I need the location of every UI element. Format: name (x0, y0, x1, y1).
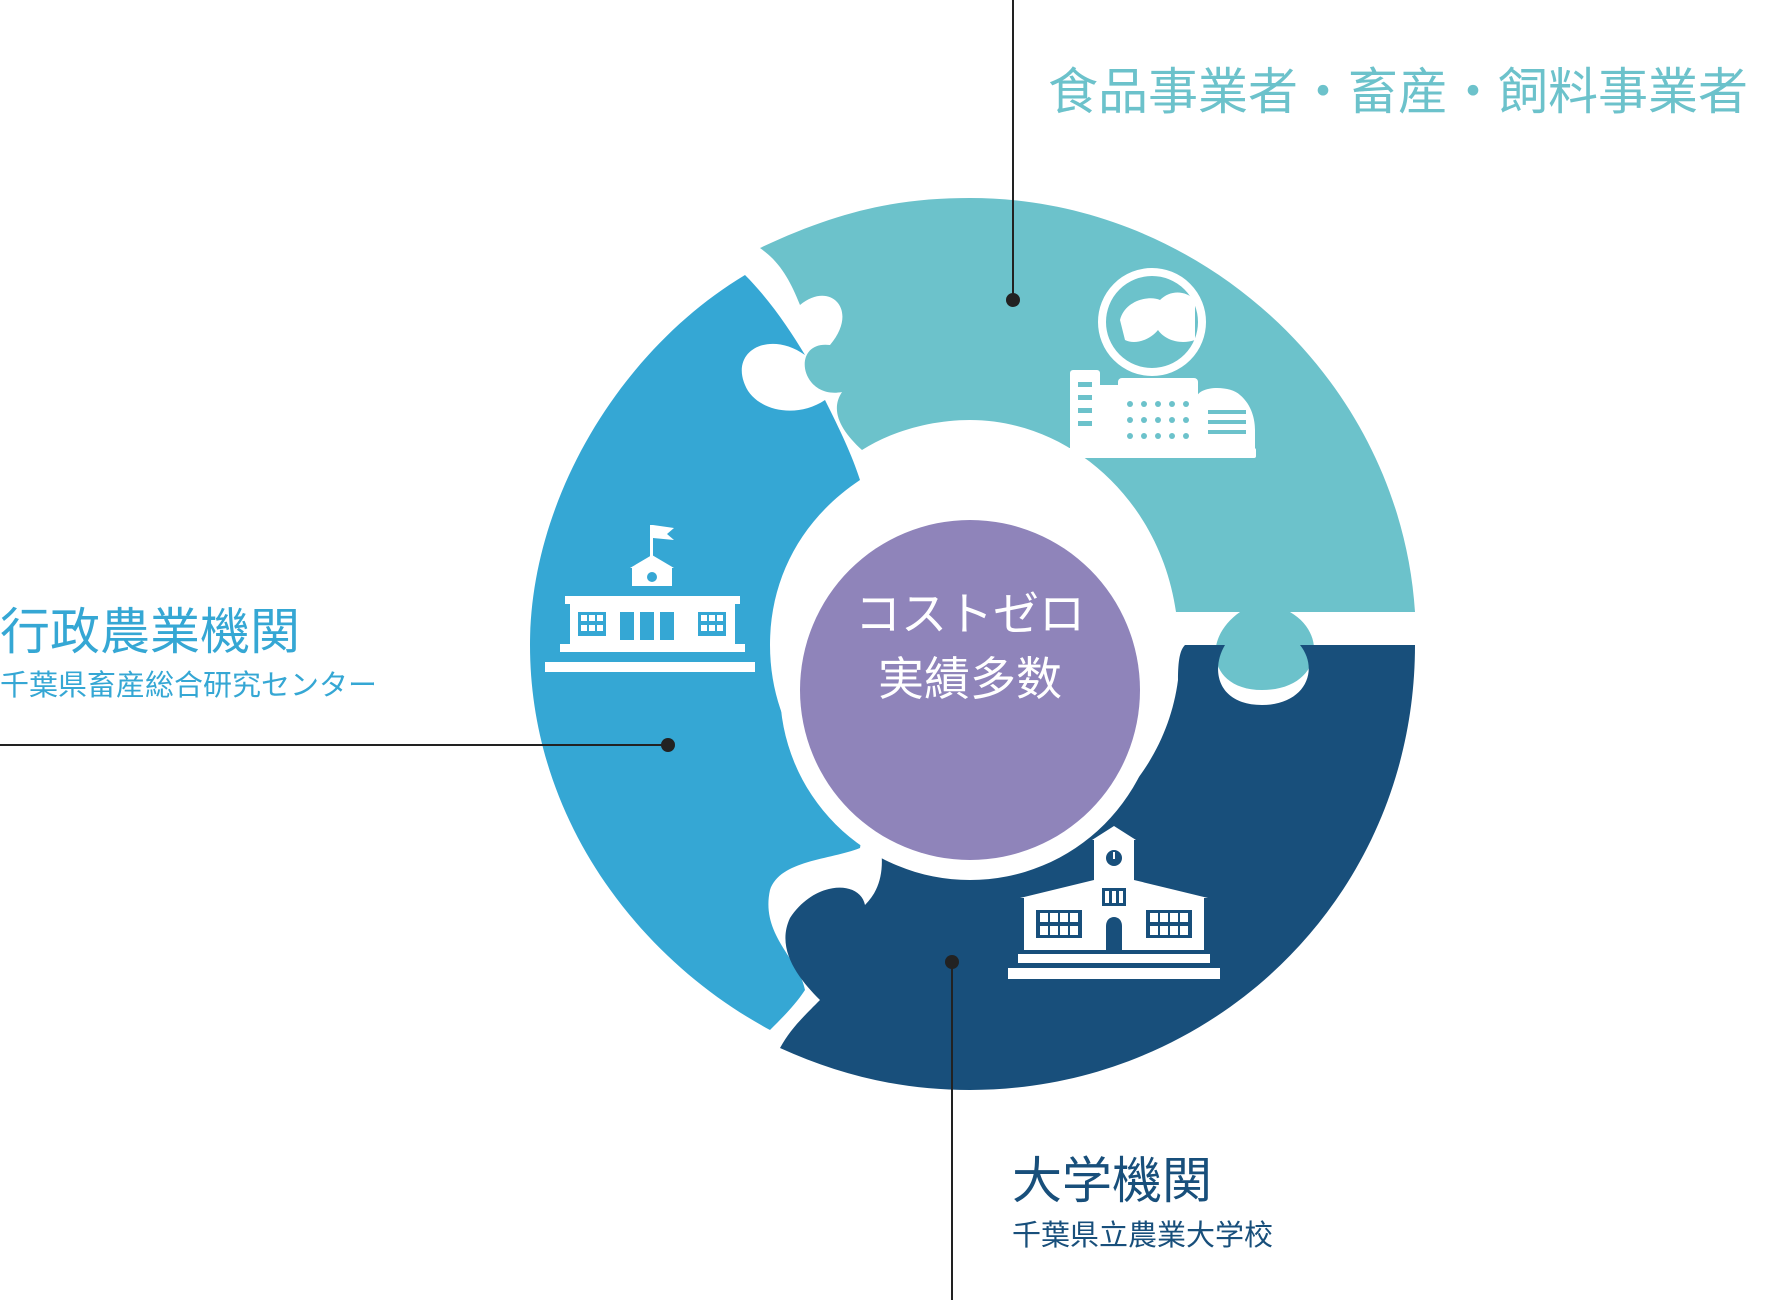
food-business-title: 食品事業者・畜産・飼料事業者 (1048, 63, 1748, 121)
center-circle (800, 520, 1140, 860)
government-building-icon (545, 525, 755, 672)
government-title: 行政農業機関 (0, 603, 300, 661)
factory-globe-icon (1064, 268, 1256, 458)
center-text-line2: 実績多数 (878, 652, 1062, 706)
leader-dot-food (1006, 293, 1020, 307)
university-title: 大学機関 (1012, 1152, 1212, 1210)
center-text-line1: コストゼロ (855, 587, 1085, 641)
segment-government (530, 275, 865, 1030)
university-clocktower-icon (1008, 826, 1220, 979)
leader-dot-government (661, 738, 675, 752)
government-subtitle: 千葉県畜産総合研究センター (0, 668, 378, 702)
university-subtitle: 千葉県立農業大学校 (1012, 1218, 1274, 1252)
leader-lines (0, 0, 1014, 1300)
leader-dot-university (945, 955, 959, 969)
